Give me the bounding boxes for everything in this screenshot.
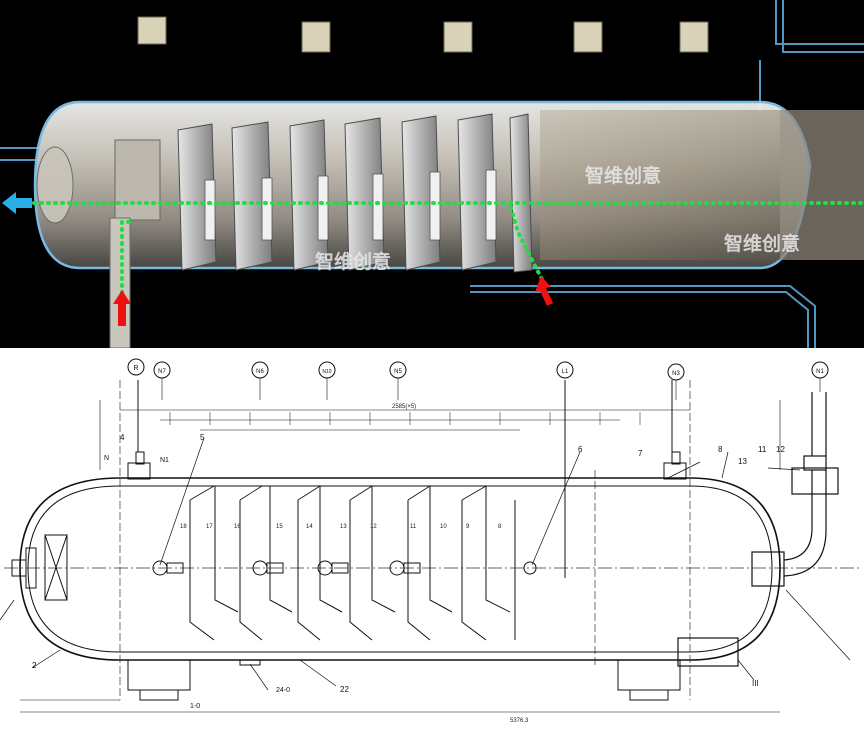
part-label: III <box>752 679 759 688</box>
part-label: 8 <box>718 445 723 454</box>
nozzle-label-n10: N10 <box>322 369 331 375</box>
part-labels: 4 N N1 5 6 7 8 13 11 12 2 1-0 24-0 22 II… <box>32 433 785 710</box>
baffle-number: 13 <box>340 524 347 530</box>
nozzle-label-n7: N7 <box>158 369 166 375</box>
dimension-label: 5376.3 <box>510 718 529 724</box>
baffle-number: 11 <box>410 524 417 530</box>
baffle-number: 18 <box>180 524 187 530</box>
part-label: 12 <box>776 445 785 454</box>
part-label: 11 <box>758 445 767 454</box>
drawing-background <box>0 348 864 731</box>
glass-piping <box>0 0 864 348</box>
flow-path <box>18 201 864 302</box>
part-label: 5 <box>200 433 205 442</box>
part-label: 6 <box>578 445 583 454</box>
baffle-number: 16 <box>234 524 241 530</box>
watermark-2: 智维创意 <box>315 250 391 273</box>
top-fittings <box>137 16 709 53</box>
part-label: 1-0 <box>190 703 200 710</box>
baffle-number: 10 <box>440 524 447 530</box>
dimension-ticks <box>169 412 641 425</box>
part-label: 4 <box>120 433 125 442</box>
outlet-arrow-icon <box>2 192 32 214</box>
watermark-3: 智维创意 <box>724 232 800 255</box>
baffle-number: 17 <box>206 524 213 530</box>
render-panel: 智维创意 智维创意 智维创意 <box>0 0 864 349</box>
left-manway <box>11 534 68 601</box>
inlet-arrow-2-icon <box>535 276 553 306</box>
inlet-arrow-icon <box>113 290 131 326</box>
nozzle-label-n1: N1 <box>816 369 824 375</box>
top-nozzles <box>127 380 687 578</box>
watermark-1: 智维创意 <box>585 164 661 187</box>
reference-lines <box>119 380 691 700</box>
leaders <box>0 437 851 691</box>
part-label: 2 <box>32 661 37 670</box>
right-nozzle <box>677 392 839 667</box>
nozzle-label-n5: N5 <box>394 369 402 375</box>
baffle-number: 9 <box>466 524 470 530</box>
baffles-2d <box>189 486 516 641</box>
baffle-number: 12 <box>370 524 377 530</box>
dimension-label: 2585(×5) <box>392 404 416 410</box>
holes <box>152 560 537 576</box>
baffle-number: 15 <box>276 524 283 530</box>
nozzle-label-r: R <box>133 365 138 372</box>
nozzle-bubble-leaders <box>161 378 821 400</box>
part-label: 13 <box>738 457 747 466</box>
nozzle-bubbles <box>127 358 829 381</box>
dimension-labels: 2585(×5) 5376.3 <box>392 404 529 724</box>
inlet-pipe <box>109 217 131 349</box>
saddles <box>127 659 681 701</box>
nozzle-label-l1: L1 <box>562 369 569 375</box>
baffle-number: 8 <box>498 524 502 530</box>
nozzle-labels: R N7 N6 N10 N5 L1 N3 N1 <box>133 365 824 377</box>
part-label: N <box>104 455 109 462</box>
nozzle-bubble <box>556 361 574 379</box>
part-label: N1 <box>160 457 169 464</box>
baffle-number: 14 <box>306 524 313 530</box>
nozzle-bubble <box>127 358 145 376</box>
nozzle-label-n6: N6 <box>256 369 264 375</box>
part-label: 7 <box>638 449 643 458</box>
part-label: 24-0 <box>276 687 290 694</box>
dimension-lines <box>20 400 781 713</box>
baffle-top-lines <box>189 485 487 501</box>
baffle-numbers: 18 17 16 15 14 13 12 11 10 9 8 <box>180 524 502 530</box>
nozzle-label-n3: N3 <box>672 371 680 377</box>
part-label: 22 <box>340 685 349 694</box>
drawing-panel <box>0 348 864 731</box>
vessel-3d <box>33 100 864 273</box>
